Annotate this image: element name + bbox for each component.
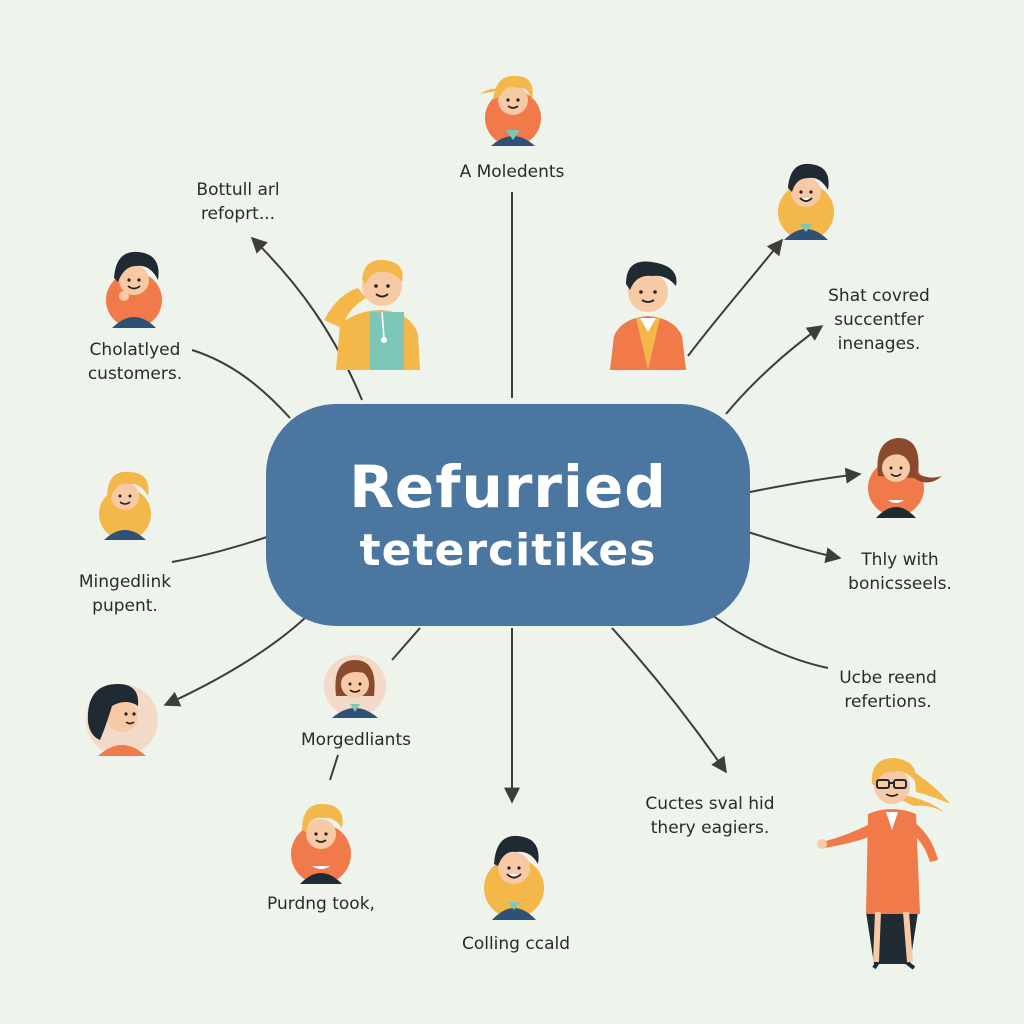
label-top-left-line-1: Bottull arl [196,180,280,200]
label-bottom-right: Cuctes sval hid thery eagiers. [630,792,790,840]
label-right-upper: Shat covred succentfer inenages. [816,284,942,356]
label-left-middle: Mingedlink pupent. [60,570,190,618]
person-avatar-icon-bottom-left [291,804,351,884]
connector-right-low [707,611,829,669]
person-figure-icon-top-left [324,259,420,370]
connector-left-low-arrow [163,617,306,707]
person-avatar-icon-bottom-center [484,835,544,920]
person-avatar-icon-center-low [324,655,386,718]
label-right-upper-line-1: Shat covred [828,286,930,306]
label-left-upper-line-2: customers. [87,364,183,384]
label-top-line: A Moledents [459,162,565,182]
connector-right-middle-arrow [747,531,842,564]
label-top-left-line-2: refoprt... [200,204,276,224]
connector-bottom-right-arrow [611,627,727,774]
connector-left-upper [191,349,291,419]
connector-top-right-arrow [687,238,783,357]
central-topic-line-2: tetercitikes [359,525,657,576]
connector-right-mid-upper-arrow [749,467,862,493]
person-avatar-icon-right-middle [868,438,942,518]
central-topic-node: Refurried tetercitikes [266,404,750,626]
person-avatar-icon-left-middle [99,471,151,540]
person-avatar-icon-top-right [778,163,834,240]
label-center-low: Morgedliants [286,728,426,752]
label-left-middle-line-1: Mingedlink [78,572,172,592]
person-figure-icon-top-right [610,261,686,370]
connector-center-low-2 [329,754,339,781]
connector-center-low [391,627,421,661]
label-right-low: Ucbe reend refertions. [820,666,956,714]
label-right-low-line-2: refertions. [844,692,932,712]
label-bottom-right-line-1: Cuctes sval hid [645,794,775,814]
person-avatar-icon-top [480,75,541,146]
central-topic-line-1: Refurried [349,453,667,521]
label-bottom-left-line: Purdng took, [267,894,375,914]
label-bottom-center-line: Colling ccald [461,934,571,954]
presenter-figure-icon [817,758,950,970]
label-bottom-center: Colling ccald [446,932,586,956]
label-top: A Moledents [452,160,572,184]
label-center-low-line: Morgedliants [301,730,411,750]
label-right-middle-line-1: Thly with [861,550,939,570]
label-right-upper-line-2: succentfer [834,310,924,330]
label-bottom-right-line-2: thery eagiers. [650,818,770,838]
person-avatar-icon-left-low [86,684,158,756]
label-right-middle: Thly with bonicsseels. [830,548,970,596]
label-left-middle-line-2: pupent. [92,596,158,616]
person-avatar-icon-left-upper [106,251,162,328]
label-left-upper: Cholatlyed customers. [70,338,200,386]
connector-right-upper-arrow [725,325,824,415]
label-left-upper-line-1: Cholatlyed [89,340,181,360]
label-right-upper-line-3: inenages. [837,334,921,354]
label-right-low-line-1: Ucbe reend [839,668,937,688]
connector-top-left-arrow [250,236,363,401]
label-bottom-left: Purdng took, [256,892,386,916]
connector-left-middle [171,535,271,563]
label-top-left: Bottull arl refoprt... [178,178,298,226]
label-right-middle-line-2: bonicsseels. [848,574,952,594]
